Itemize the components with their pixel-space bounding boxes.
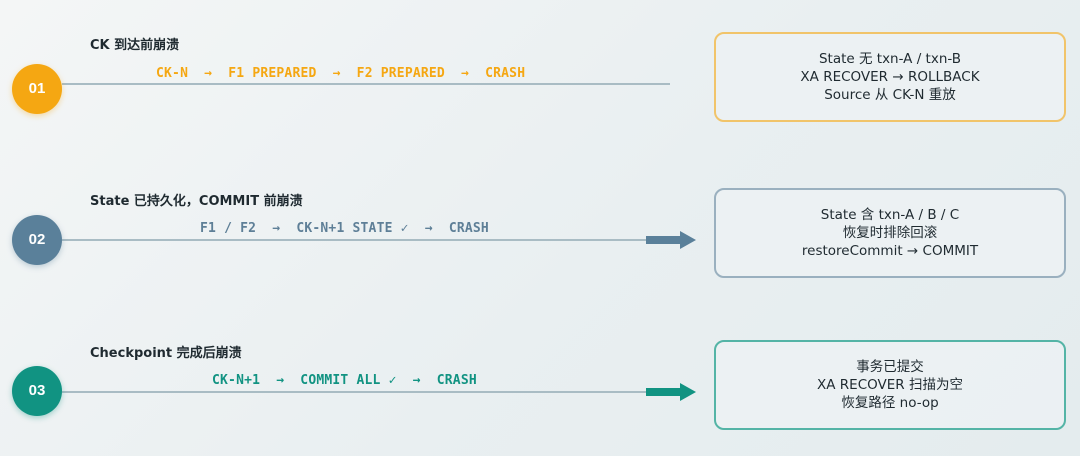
event-sequence: F1 / F2 → CK-N+1 STATE ✓ → CRASH: [200, 221, 489, 236]
step-badge: 01: [12, 64, 62, 114]
outcome-card: State 含 txn-A / B / C 恢复时排除回滚 restoreCom…: [714, 188, 1066, 278]
outcome-line: State 含 txn-A / B / C: [820, 207, 960, 223]
timeline-line: [62, 391, 648, 393]
outcome-line: 恢复时排除回滚: [842, 225, 938, 241]
outcome-line: restoreCommit → COMMIT: [801, 243, 979, 259]
scenario-title: CK 到达前崩溃: [90, 38, 180, 53]
outcome-line: XA RECOVER → ROLLBACK: [800, 69, 980, 85]
arrow-right-icon: [680, 231, 696, 249]
outcome-card: 事务已提交 XA RECOVER 扫描为空 恢复路径 no-op: [714, 340, 1066, 430]
arrow-right-icon: [680, 383, 696, 401]
outcome-line: 事务已提交: [856, 359, 924, 375]
outcome-line: Source 从 CK-N 重放: [824, 87, 956, 103]
scenario-title: Checkpoint 完成后崩溃: [90, 346, 242, 361]
scenario-3: Checkpoint 完成后崩溃 03 CK-N+1 → COMMIT ALL …: [0, 328, 1080, 448]
step-badge: 03: [12, 366, 62, 416]
event-sequence: CK-N → F1 PREPARED → F2 PREPARED → CRASH: [156, 66, 526, 81]
scenario-1: CK 到达前崩溃 01 CK-N → F1 PREPARED → F2 PREP…: [0, 20, 1080, 140]
timeline-line: [62, 83, 670, 85]
event-sequence: CK-N+1 → COMMIT ALL ✓ → CRASH: [212, 373, 477, 388]
outcome-line: 恢复路径 no-op: [841, 395, 939, 411]
outcome-line: XA RECOVER 扫描为空: [817, 377, 963, 393]
scenario-title: State 已持久化，COMMIT 前崩溃: [90, 194, 303, 209]
outcome-card: State 无 txn-A / txn-B XA RECOVER → ROLLB…: [714, 32, 1066, 122]
arrow-shaft: [646, 236, 682, 244]
scenario-2: State 已持久化，COMMIT 前崩溃 02 F1 / F2 → CK-N+…: [0, 175, 1080, 295]
timeline-line: [62, 239, 648, 241]
outcome-line: State 无 txn-A / txn-B: [818, 51, 962, 67]
arrow-shaft: [646, 388, 682, 396]
step-badge: 02: [12, 215, 62, 265]
